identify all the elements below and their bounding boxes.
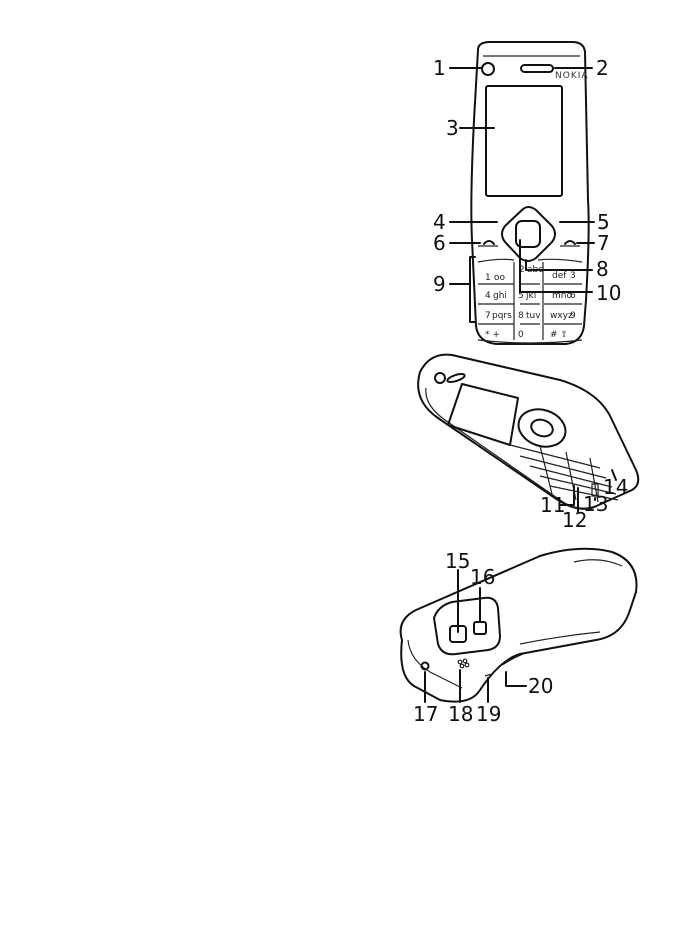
callout-2: 2 <box>596 56 609 80</box>
phone-front-view: NOKIA 1 oo 2 <box>433 42 621 344</box>
callout-1: 1 <box>433 56 446 80</box>
callout-16: 16 <box>470 565 495 589</box>
callout-10: 10 <box>596 281 621 305</box>
earpiece <box>521 65 553 72</box>
key-0: 0 <box>518 330 524 340</box>
callout-18: 18 <box>448 702 473 726</box>
memory-card-slot <box>503 654 522 664</box>
key-3-sub: def <box>552 271 567 281</box>
key-hash: # ⇧ <box>550 330 568 340</box>
key-8-sub: tuv <box>526 311 541 321</box>
call-key <box>478 241 498 246</box>
callout-20: 20 <box>528 674 553 698</box>
key-star: * + <box>485 330 500 340</box>
callout-9: 9 <box>433 272 446 296</box>
callout-3: 3 <box>446 116 459 140</box>
loudspeaker <box>458 659 469 668</box>
key-9: 9 <box>570 311 576 321</box>
callout-6: 6 <box>433 231 446 255</box>
key-1-sub: oo <box>494 273 506 283</box>
display-angled <box>448 384 518 445</box>
key-3: 3 <box>570 271 576 281</box>
callout-7: 7 <box>597 231 610 255</box>
camera-flash <box>474 622 486 634</box>
key-1: 1 <box>485 273 491 283</box>
keypad-labels: 1 oo 2 abc def 3 4 ghi 5 jkl mno 6 7 pqr… <box>485 265 576 340</box>
navi-key <box>502 207 555 261</box>
callout-8: 8 <box>596 257 609 281</box>
brand-logo: NOKIA <box>555 71 589 81</box>
phone-angled-view: 11 12 13 14 <box>418 355 638 532</box>
callout-15: 15 <box>445 549 470 573</box>
display <box>486 86 562 196</box>
back-leader-lines <box>425 570 526 702</box>
callout-19: 19 <box>476 702 501 726</box>
key-8: 8 <box>518 311 524 321</box>
key-4-sub: ghi <box>493 291 507 301</box>
navi-key-angled <box>514 403 571 452</box>
camera-module <box>434 598 500 655</box>
earpiece-angled <box>447 372 466 383</box>
key-7-sub: pqrs <box>492 311 512 321</box>
key-7: 7 <box>485 311 491 321</box>
callout-14: 14 <box>603 475 628 499</box>
front-camera-angled <box>435 373 445 383</box>
callout-17: 17 <box>413 702 438 726</box>
front-camera <box>482 63 494 75</box>
key-4: 4 <box>485 291 491 301</box>
phone-back-view: 15 16 17 18 19 20 <box>401 549 637 726</box>
